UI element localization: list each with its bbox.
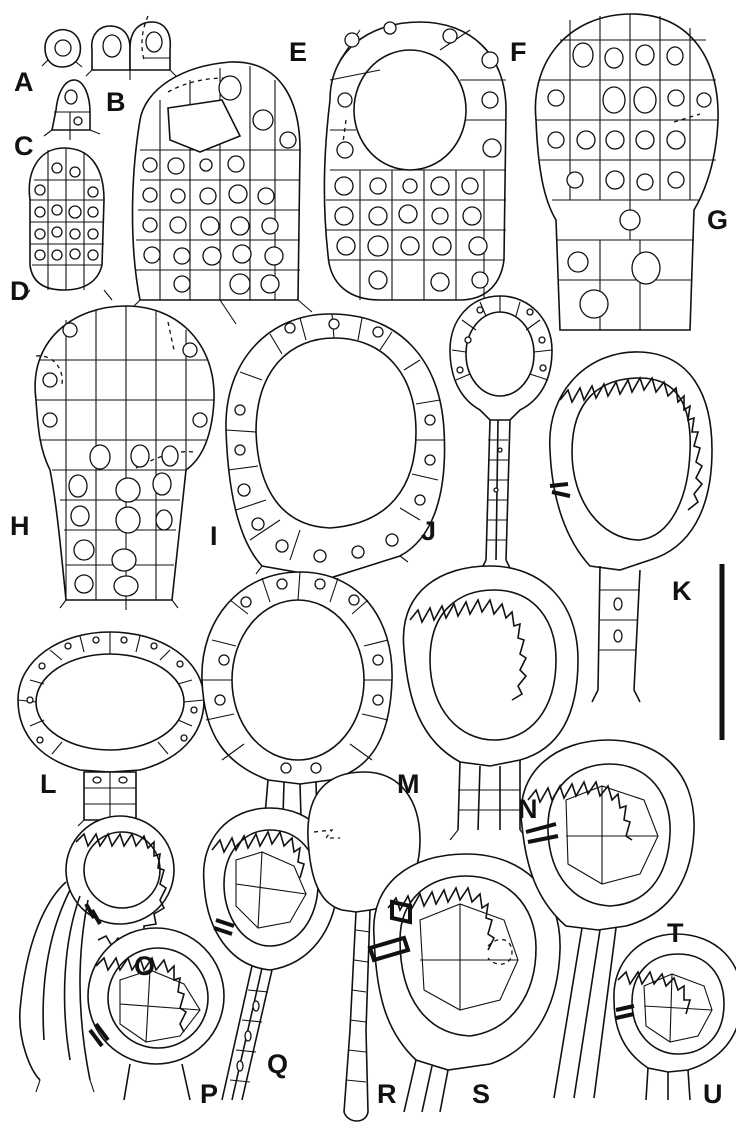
panel-label-o: O [134,951,155,981]
panel-d-drawing [22,148,112,300]
panel-label-b: B [106,87,126,117]
panel-label-l: L [40,769,57,799]
panel-label-c: C [14,131,34,161]
panel-label-u: U [703,1079,723,1109]
panel-label-t: T [667,918,684,948]
panel-label-f: F [510,37,527,67]
panel-label-a: A [14,67,34,97]
panel-f-drawing [324,22,506,300]
panel-h-drawing [35,306,214,610]
panel-i-drawing [226,314,445,578]
panel-e-drawing [128,62,312,324]
panel-label-i: I [210,521,218,551]
panel-a-drawing [42,30,82,67]
panel-label-h: H [10,511,30,541]
panel-u-drawing [614,934,736,1100]
panel-label-j: J [421,516,436,546]
panel-label-d: D [10,276,30,306]
panel-label-s: S [472,1079,490,1109]
panel-s-drawing [370,854,560,1112]
panel-label-k: K [672,576,692,606]
panel-label-e: E [289,37,307,67]
panel-g-drawing [535,14,718,330]
panel-c-drawing [44,80,100,140]
panel-label-n: N [518,794,538,824]
panel-label-m: M [397,769,420,799]
panel-j-drawing [450,296,552,576]
panel-b-drawing [86,16,176,80]
panel-p-drawing [88,928,224,1100]
panel-label-q: Q [267,1049,288,1079]
panel-label-r: R [377,1079,397,1109]
panel-label-p: P [200,1079,218,1109]
panel-label-g: G [707,205,728,235]
